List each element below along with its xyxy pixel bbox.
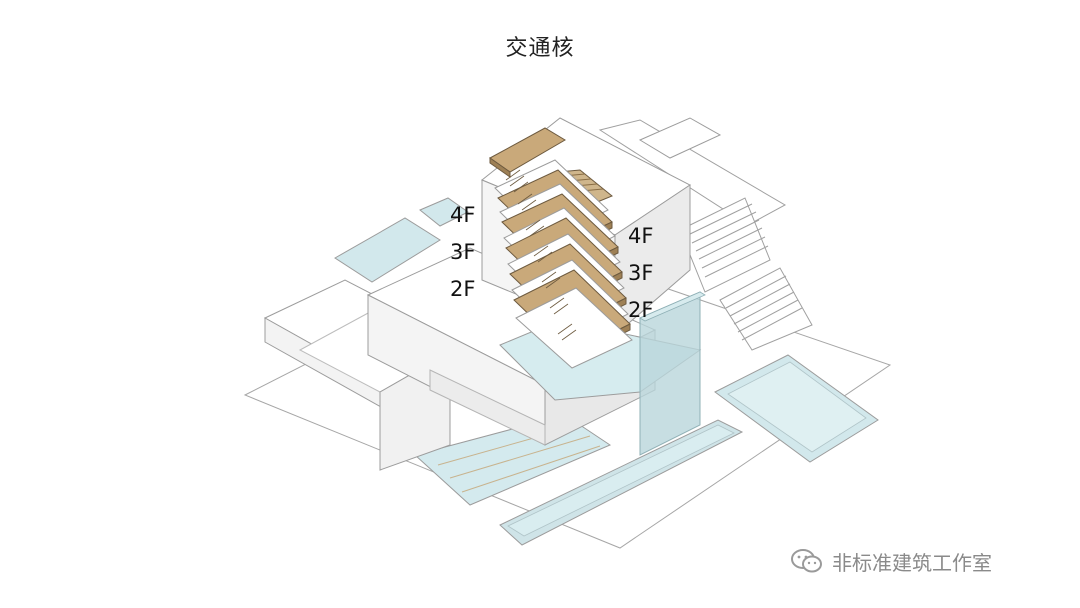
left-floor-label: 4F <box>450 203 475 227</box>
left-floor-label: 2F <box>450 277 475 301</box>
diagram-title: 交通核 <box>505 36 575 61</box>
right-floor-label: 3F <box>628 261 653 285</box>
right-floor-label: 4F <box>628 224 653 248</box>
right-floor-label: 2F <box>628 298 653 322</box>
watermark: 非标准建筑工作室 <box>790 546 992 576</box>
watermark-text: 非标准建筑工作室 <box>832 550 992 575</box>
left-floor-label: 3F <box>450 240 475 264</box>
terrace-steps <box>598 119 813 351</box>
glass-panel <box>639 291 706 456</box>
reflecting-pool-back <box>334 217 441 283</box>
wechat-icon <box>791 549 822 573</box>
stair-core <box>489 127 633 369</box>
